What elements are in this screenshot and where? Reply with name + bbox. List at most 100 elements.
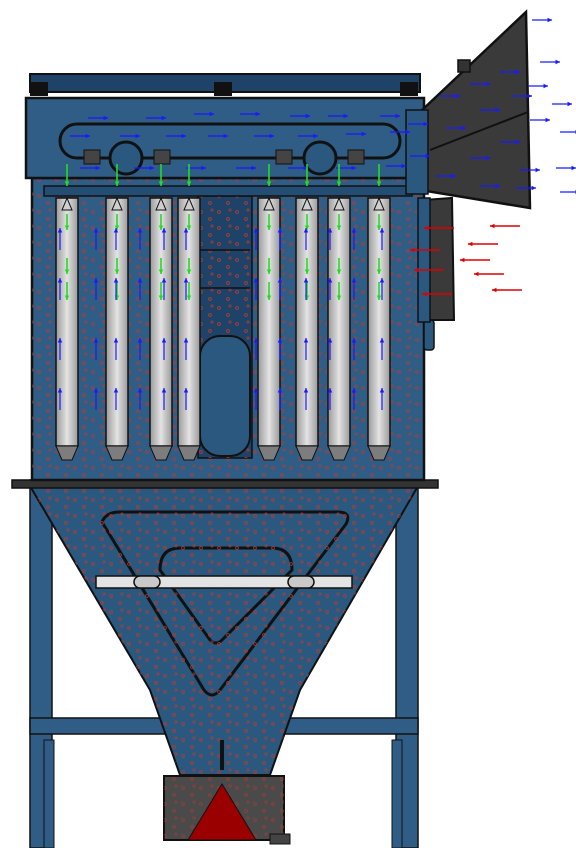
arrow-right-icon [480,107,500,113]
arrow-right-icon [470,81,490,87]
arrow-right-icon [560,129,576,135]
arrow-down-icon [64,164,70,186]
diaphragm-valve-right [275,140,365,176]
arrow-right-icon [408,121,428,127]
arrow-down-icon [158,214,164,230]
arrow-down-icon [336,282,342,300]
arrow-up-icon [137,388,143,410]
arrow-right-icon [540,59,560,65]
arrow-right-icon [470,155,490,161]
filter-cartridge [177,196,201,461]
filtered-air-up-arrows [57,228,385,410]
arrow-down-icon [186,214,192,230]
clean-air-plenum [24,73,426,180]
arrow-down-icon [376,258,382,274]
arrow-up-icon [303,278,309,300]
arrow-up-icon [161,278,167,300]
arrow-right-icon [208,133,228,139]
arrow-right-icon [194,111,214,117]
arrow-right-icon [288,165,308,171]
arrow-down-icon [158,258,164,274]
arrow-down-icon [376,282,382,300]
arrow-right-icon [446,125,466,131]
arrow-right-icon [134,165,154,171]
arrow-down-icon [114,164,120,186]
arrow-right-icon [516,185,536,191]
arrow-up-icon [277,338,283,360]
arrow-up-icon [57,278,63,300]
arrow-right-icon [386,163,406,169]
arrow-up-icon [327,338,333,360]
arrow-right-icon [390,129,410,135]
arrow-up-icon [93,278,99,300]
arrow-right-icon [80,165,100,171]
arrow-up-icon [351,388,357,410]
arrow-left-icon [492,287,522,293]
arrow-right-icon [500,69,520,75]
arrow-down-icon [336,164,342,186]
filter-cartridges [55,196,391,461]
arrow-up-icon [303,338,309,360]
filter-cartridge [105,196,129,461]
filter-cartridge [327,196,351,461]
arrow-up-icon [277,228,283,250]
arrow-right-icon [254,133,274,139]
arrow-left-icon [468,241,498,247]
arrow-right-icon [120,133,140,139]
arrow-up-icon [351,228,357,250]
arrow-left-icon [422,291,452,297]
arrow-right-icon [146,115,166,121]
filter-cartridge [149,196,173,461]
arrow-right-icon [440,93,460,99]
arrow-up-icon [379,338,385,360]
arrow-down-icon [304,258,310,274]
arrow-up-icon [93,388,99,410]
arrow-down-icon [266,214,272,230]
arrow-right-icon [520,167,540,173]
arrow-down-icon [304,164,310,186]
arrow-up-icon [277,388,283,410]
arrow-down-icon [266,164,272,186]
arrow-left-icon [424,225,454,231]
arrow-up-icon [183,338,189,360]
arrow-up-icon [137,228,143,250]
arrow-down-icon [266,258,272,274]
arrow-right-icon [480,183,500,189]
arrow-up-icon [113,278,119,300]
arrow-right-icon [380,113,400,119]
arrow-right-icon [290,113,310,119]
arrow-right-icon [560,189,576,195]
arrow-down-icon [64,282,70,300]
arrow-down-icon [186,282,192,300]
arrow-right-icon [512,93,532,99]
dirty-air-inlet [417,196,456,323]
filter-cartridge [55,196,79,461]
arrow-right-icon [88,115,108,121]
arrow-up-icon [57,338,63,360]
arrow-right-icon [556,165,576,171]
pulse-air-arrows [64,164,382,300]
arrow-up-icon [161,228,167,250]
filter-cartridge [367,196,391,461]
arrow-down-icon [158,164,164,186]
arrow-right-icon [528,83,548,89]
arrow-down-icon [114,214,120,230]
arrow-up-icon [161,388,167,410]
arrow-up-icon [327,388,333,410]
arrow-right-icon [346,131,366,137]
clean-air-flow-arrows [70,17,576,195]
arrow-up-icon [93,228,99,250]
arrow-left-icon [410,247,440,253]
arrow-up-icon [253,228,259,250]
arrow-right-icon [328,113,348,119]
filter-cartridge [257,196,281,461]
arrow-right-icon [410,153,430,159]
arrow-up-icon [57,228,63,250]
arrow-up-icon [253,338,259,360]
arrow-down-icon [114,258,120,274]
arrow-up-icon [93,338,99,360]
arrow-right-icon [166,133,186,139]
arrow-up-icon [113,228,119,250]
filter-chamber [30,176,435,482]
arrow-right-icon [530,117,550,123]
